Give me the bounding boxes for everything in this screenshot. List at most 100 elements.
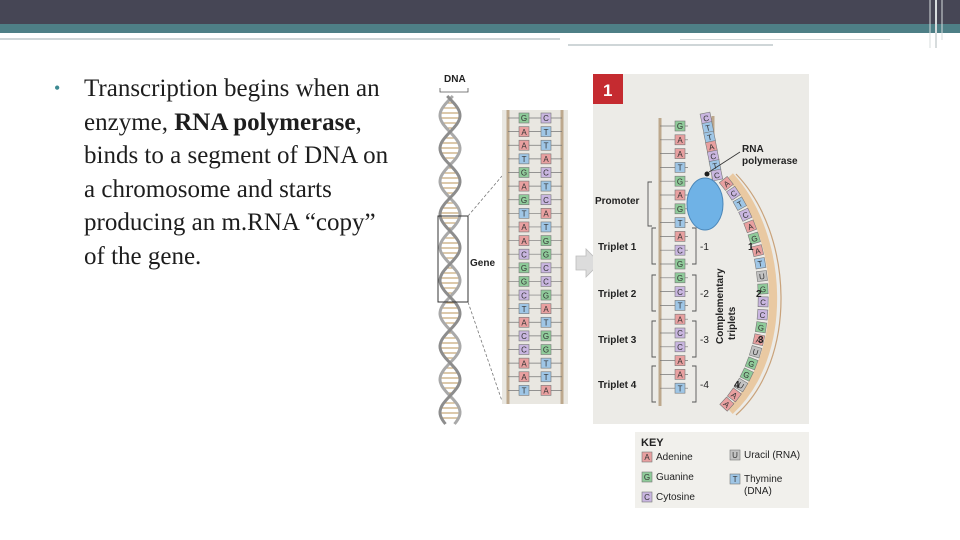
svg-text:C: C [677, 246, 683, 255]
template-base: G [674, 175, 686, 187]
rna-base: A [751, 244, 764, 258]
key-label: Cytosine [656, 492, 695, 503]
gene-label: Gene [470, 258, 495, 269]
dna-ladder-bg [502, 110, 568, 404]
svg-text:T: T [733, 475, 738, 484]
svg-text:C: C [521, 291, 527, 300]
svg-text:T: T [544, 182, 549, 191]
svg-text:C: C [710, 152, 718, 162]
svg-text:C: C [677, 288, 683, 297]
bullet-text-normal-end: , binds to a segment of DNA on a chromos… [84, 108, 389, 270]
gene-dash-line [467, 175, 503, 217]
svg-text:G: G [742, 370, 752, 381]
svg-text:C: C [713, 171, 721, 181]
dna-base: A [518, 235, 530, 246]
dna-base: G [540, 344, 552, 355]
svg-text:A: A [521, 182, 527, 191]
promoter-bracket [647, 181, 652, 227]
divider-line [0, 38, 560, 40]
rna-base: A [752, 333, 766, 346]
dna-base: G [518, 262, 530, 274]
dna-base: A [518, 357, 530, 369]
dna-base: T [518, 208, 530, 219]
gene-dash-line [467, 301, 503, 402]
svg-text:A: A [677, 315, 683, 324]
svg-text:T: T [678, 164, 683, 173]
template-base: G [674, 272, 686, 284]
template-base: A [674, 369, 686, 380]
triplet-bracket [651, 320, 656, 358]
dna-base: A [518, 180, 530, 192]
svg-text:G: G [521, 264, 527, 273]
svg-text:A: A [677, 357, 683, 366]
key-swatch: C [641, 491, 653, 503]
svg-text:G: G [677, 205, 683, 214]
svg-text:T: T [522, 210, 527, 219]
dna-base: T [518, 303, 530, 314]
svg-text:T: T [544, 359, 549, 368]
rna-base: G [754, 321, 768, 334]
rna-backbone [727, 173, 778, 414]
template-base: T [674, 217, 686, 228]
rna-triplet-number: 1 [748, 242, 754, 253]
svg-text:C: C [543, 169, 549, 178]
template-base: C [674, 341, 686, 353]
template-base: A [674, 189, 686, 201]
dna-base: G [540, 289, 552, 301]
dna-base: A [540, 385, 552, 396]
key-swatch: T [729, 473, 741, 485]
svg-text:T: T [522, 305, 527, 314]
dna-base: T [518, 385, 530, 396]
svg-text:G: G [677, 177, 683, 186]
svg-text:A: A [543, 387, 549, 396]
dna-base: C [518, 330, 530, 342]
bullet-icon: • [54, 78, 61, 98]
svg-text:G: G [644, 473, 650, 482]
svg-text:G: G [757, 323, 764, 333]
svg-text:G: G [760, 285, 767, 294]
dna-base: C [540, 167, 552, 178]
svg-text:A: A [543, 210, 549, 219]
dna-base: A [518, 316, 530, 328]
key-label: Uracil (RNA) [744, 450, 800, 461]
gene-box [437, 215, 469, 303]
triplet-bracket [692, 320, 697, 358]
rna-base: A [726, 387, 742, 403]
svg-text:C: C [729, 188, 739, 199]
coding-base: C [710, 168, 724, 182]
key-box [635, 432, 809, 508]
svg-text:T: T [544, 128, 549, 137]
helix-strand [438, 94, 462, 425]
svg-text:A: A [521, 318, 527, 327]
rna-base: U [748, 345, 763, 359]
dna-base: C [540, 262, 552, 274]
svg-text:G: G [543, 237, 549, 246]
rna-base: A [718, 176, 734, 191]
svg-text:C: C [543, 114, 549, 123]
svg-text:T: T [678, 219, 683, 228]
svg-text:C: C [741, 210, 750, 221]
svg-text:U: U [736, 380, 746, 391]
svg-text:C: C [521, 332, 527, 341]
svg-text:G: G [747, 359, 756, 370]
triplet-bracket [651, 365, 656, 403]
svg-text:A: A [677, 233, 683, 242]
svg-text:A: A [729, 390, 739, 401]
rna-triplet-number: 4 [734, 380, 740, 391]
svg-text:A: A [755, 335, 763, 345]
svg-text:A: A [521, 223, 527, 232]
key-label: Guanine [656, 472, 694, 483]
polymerase-pointer [708, 151, 741, 173]
svg-text:C: C [702, 114, 710, 124]
svg-text:G: G [521, 196, 527, 205]
rna-base: G [747, 231, 761, 245]
svg-text:T: T [757, 259, 763, 269]
template-base: C [674, 327, 686, 339]
dna-base: G [518, 167, 530, 178]
svg-text:G: G [750, 234, 759, 244]
svg-text:A: A [677, 191, 683, 200]
template-base: G [674, 258, 686, 270]
svg-text:A: A [721, 399, 732, 410]
